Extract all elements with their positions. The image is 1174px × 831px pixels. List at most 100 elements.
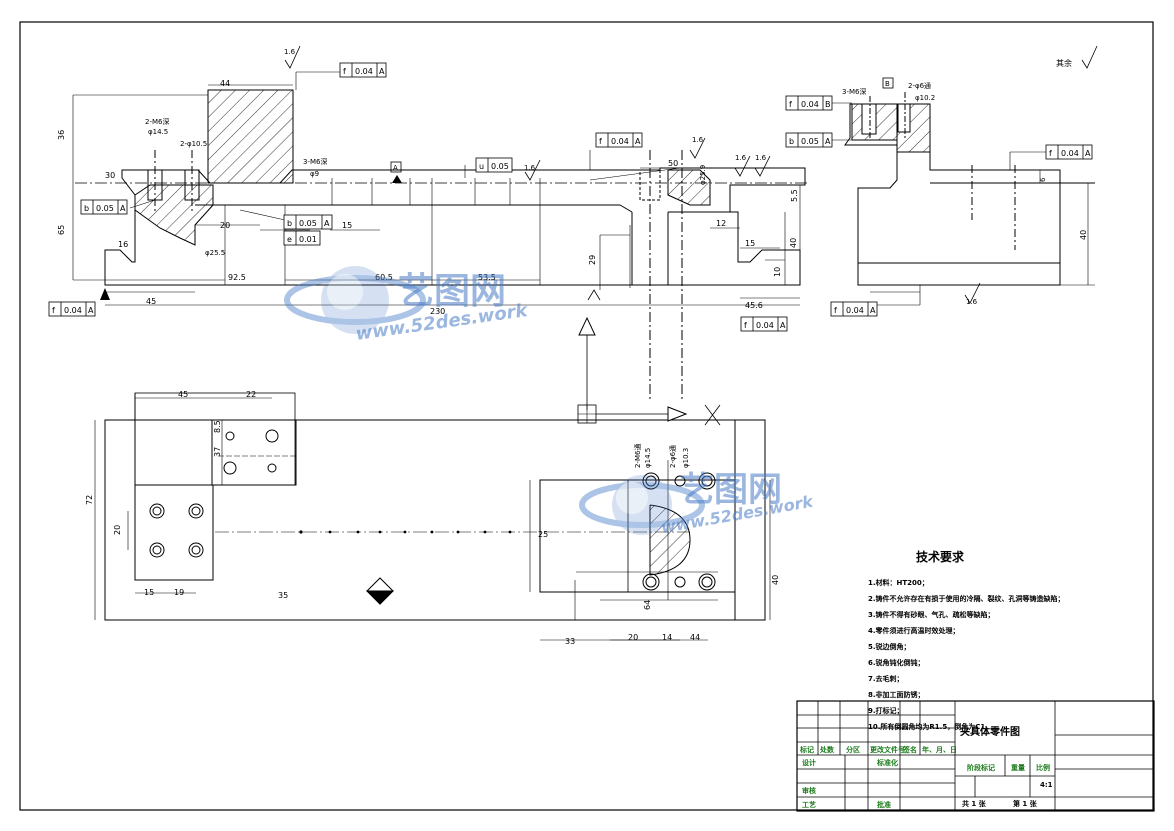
top-dim-25: 25 <box>538 530 548 539</box>
tb-label-weight: 重量 <box>1011 764 1025 772</box>
svg-text:0.01: 0.01 <box>299 235 317 244</box>
tech-item: 10.所有倒圆角均为R1.5，倒角为C1。 <box>868 723 993 731</box>
svg-text:B: B <box>825 100 831 109</box>
tech-item: 7.去毛刺； <box>868 675 904 683</box>
svg-text:0.04: 0.04 <box>756 321 774 330</box>
tb-sheet-no: 第 1 张 <box>1013 800 1037 808</box>
tb-label-date: 年、月、日 <box>922 746 957 754</box>
tech-item: 3.铸件不得有砂眼、气孔、疏松等缺陷； <box>868 611 995 619</box>
tb-label-mark: 标记 <box>800 746 814 754</box>
svg-text:0.05: 0.05 <box>299 219 317 228</box>
roughness-1: 1.6 <box>284 48 296 56</box>
tech-item: 9.打标记； <box>868 707 904 715</box>
svg-text:A: A <box>120 204 126 213</box>
gt-frame-12 <box>830 301 878 317</box>
svg-text:A: A <box>1085 149 1091 158</box>
svg-text:0.05: 0.05 <box>801 137 819 146</box>
roughness-6: 1.6 <box>966 298 978 306</box>
side-view-labels: 3-M6深 2-φ6通 φ10.2 6 40 B 其余 <box>842 58 1088 240</box>
dim-92-5: 92.5 <box>228 273 246 282</box>
callout-2-phi10-5: 2-φ10.5 <box>180 140 207 148</box>
gt-frame-6 <box>595 132 643 148</box>
roughness-2: 1.6 <box>524 164 536 172</box>
tb-sheet-total: 共 1 张 <box>962 800 986 808</box>
gt-frame-5 <box>475 157 513 173</box>
svg-text:f: f <box>744 321 747 330</box>
dim-36: 36 <box>57 130 66 140</box>
top-dim-20: 20 <box>113 525 122 535</box>
svg-text:e: e <box>287 235 292 244</box>
top-phi14-5: φ14.5 <box>644 448 652 468</box>
dim-15: 15 <box>342 221 352 230</box>
svg-text:b: b <box>789 137 794 146</box>
dim-10: 10 <box>773 267 782 277</box>
gt-frame-1 <box>339 62 387 78</box>
dim-20: 20 <box>220 221 230 230</box>
dim-65: 65 <box>57 225 66 235</box>
gt-frame-4 <box>283 230 321 246</box>
top-2-phi6: 2-φ6通 <box>668 445 677 468</box>
gt-frame-7 <box>48 301 96 317</box>
top-dim-64: 64 <box>643 600 652 610</box>
svg-text:0.04: 0.04 <box>64 306 82 315</box>
svg-text:A: A <box>870 306 876 315</box>
svg-text:0.05: 0.05 <box>491 162 509 171</box>
tech-item: 5.锐边倒角； <box>868 643 911 651</box>
svg-text:A: A <box>324 219 330 228</box>
tech-item: 2.铸件不允许存在有损于使用的冷隔、裂纹、孔洞等铸造缺陷； <box>868 595 1065 603</box>
tb-label-design: 设计 <box>802 759 816 767</box>
tb-label-signature: 签名 <box>903 746 917 754</box>
technical-requirements: 技术要求 1.材料：HT200； 2.铸件不允许存在有损于使用的冷隔、裂纹、孔洞… <box>868 548 1108 735</box>
gt-frame-3 <box>283 214 333 230</box>
svg-text:b: b <box>84 204 89 213</box>
top-phi10-3: φ10.3 <box>682 448 690 468</box>
top-dim-8-5: 8.5 <box>213 420 222 433</box>
dim-45-6: 45.6 <box>745 301 763 310</box>
roughness-4: 1.6 <box>735 154 747 162</box>
roughness-note: 其余 <box>1056 58 1072 68</box>
top-dim-35: 35 <box>278 591 288 600</box>
tb-label-approve: 批准 <box>877 801 891 809</box>
tech-item: 8.非加工面防锈； <box>868 691 925 699</box>
top-dim-40: 40 <box>771 575 780 585</box>
top-view-labels: 45 22 8.5 37 72 20 15 19 35 20 14 44 40 … <box>85 390 780 646</box>
tb-scale-value: 4:1 <box>1040 781 1053 789</box>
dim-5-5: 5.5 <box>790 189 799 202</box>
svg-text:u: u <box>479 162 484 171</box>
title-block: 夹具体零件图 标记 处数 分区 更改文件号 签名 年、月、日 设计 标准化 审核… <box>797 701 1154 811</box>
dim-50: 50 <box>668 159 678 168</box>
tb-label-review: 审核 <box>802 787 816 795</box>
side-view <box>832 45 1098 306</box>
dim-29: 29 <box>588 255 597 265</box>
top-dim-19: 19 <box>174 588 184 597</box>
svg-text:f: f <box>834 306 837 315</box>
dim-30: 30 <box>105 171 115 180</box>
svg-text:f: f <box>789 100 792 109</box>
top-dim-20b: 20 <box>628 633 638 642</box>
gt-frame-8 <box>740 316 788 332</box>
svg-text:f: f <box>52 306 55 315</box>
svg-text:A: A <box>780 321 786 330</box>
side-6: 6 <box>1039 177 1047 182</box>
top-view <box>94 392 771 641</box>
dim-40: 40 <box>789 238 798 248</box>
datum-b-label: B <box>885 80 890 88</box>
side-3-m6: 3-M6深 <box>842 87 866 96</box>
svg-text:A: A <box>825 137 831 146</box>
svg-text:A: A <box>379 67 385 76</box>
top-dim-44: 44 <box>690 633 700 642</box>
drawing-border <box>19 21 1154 811</box>
watermark-brand-1: 艺图网 <box>398 271 507 312</box>
roughness-5: 1.6 <box>755 154 767 162</box>
svg-text:A: A <box>88 306 94 315</box>
top-dim-15: 15 <box>144 588 154 597</box>
front-view-labels: 44 36 30 65 16 20 15 92.5 45 60.5 53.5 2… <box>57 45 981 316</box>
callout-2-m6: 2-M6深 <box>145 117 169 126</box>
dim-230: 230 <box>430 307 445 316</box>
svg-text:0.04: 0.04 <box>611 137 629 146</box>
tb-label-change-doc: 更改文件号 <box>870 746 905 754</box>
top-dim-72: 72 <box>85 495 94 505</box>
svg-text:f: f <box>343 67 346 76</box>
side-phi10-2: φ10.2 <box>915 94 935 102</box>
